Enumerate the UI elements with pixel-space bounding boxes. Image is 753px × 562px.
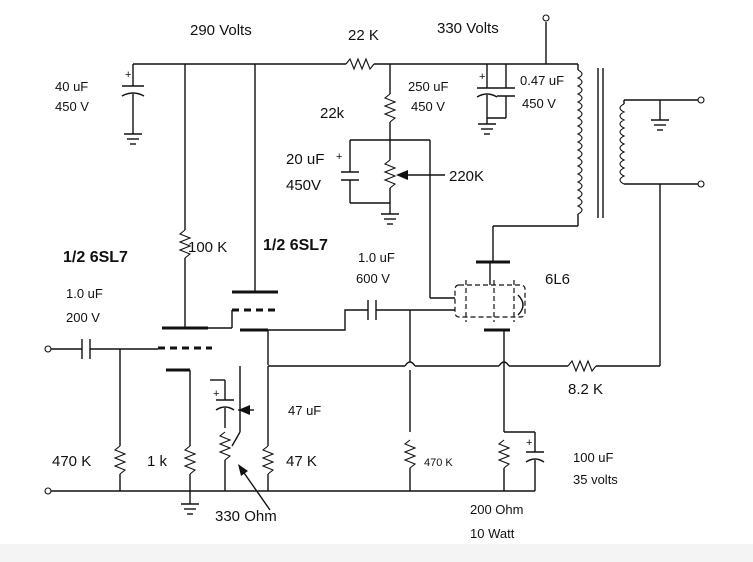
label-047uf: 0.47 uF xyxy=(520,73,564,88)
label-200-ohm-wattage: 10 Watt xyxy=(470,526,515,541)
plus-250uf: + xyxy=(479,71,485,83)
capacitor-47uf xyxy=(210,379,254,428)
label-coupling-cap: 1.0 uF xyxy=(358,250,395,265)
label-coupling-cap-voltage: 600 V xyxy=(356,271,390,286)
triode-6sl7-a xyxy=(158,64,212,412)
input-terminal xyxy=(44,339,158,446)
label-220k: 220K xyxy=(449,168,484,185)
resistor-47k xyxy=(261,366,275,491)
resistor-22k-series xyxy=(345,57,375,71)
output-terminal-top xyxy=(697,96,705,104)
output-transformer xyxy=(492,64,705,366)
triode-6sl7-b xyxy=(185,64,280,365)
potentiometer-220k xyxy=(381,140,455,299)
label-100k: 100 K xyxy=(188,239,227,256)
label-330-volts: 330 Volts xyxy=(437,20,499,37)
resistor-470k-grid xyxy=(403,439,417,491)
label-290-volts: 290 Volts xyxy=(190,22,252,39)
label-047uf-voltage: 450 V xyxy=(522,96,556,111)
label-250uf-voltage: 450 V xyxy=(411,99,445,114)
feedback-bus xyxy=(268,310,660,432)
resistor-200-ohm xyxy=(497,431,535,491)
label-22k-series: 22 K xyxy=(348,27,379,44)
capacitor-100uf xyxy=(525,432,545,491)
label-330-ohm: 330 Ohm xyxy=(215,508,277,525)
capacitor-250uf xyxy=(476,64,498,135)
label-22k-shunt: 22k xyxy=(320,105,345,122)
label-47k: 47 K xyxy=(286,453,317,470)
label-1k: 1 k xyxy=(147,453,168,470)
pentode-6l6 xyxy=(454,260,526,432)
resistor-470k-input xyxy=(113,445,127,491)
potentiometer-330-ohm xyxy=(218,366,271,511)
label-40uf: 40 uF xyxy=(55,79,88,94)
capacitor-40uf xyxy=(121,64,145,145)
capacitor-047uf xyxy=(487,64,515,119)
label-6l6: 6L6 xyxy=(545,271,570,288)
label-47uf: 47 uF xyxy=(288,403,321,418)
label-6sl7-b: 1/2 6SL7 xyxy=(263,237,328,254)
label-input-cap-voltage: 200 V xyxy=(66,310,100,325)
supply-rail-330v xyxy=(374,14,578,65)
supply-terminal xyxy=(542,14,550,22)
plus-40uf: + xyxy=(125,69,131,81)
plus-47uf: + xyxy=(213,388,219,400)
capacitor-20uf xyxy=(341,140,390,204)
ground-rail xyxy=(44,487,535,515)
capacitor-coupling-1uf xyxy=(255,300,455,331)
output-terminal-bottom xyxy=(697,180,705,188)
resistor-1k xyxy=(183,412,197,491)
label-100uf-voltage: 35 volts xyxy=(573,472,618,487)
label-470k-input: 470 K xyxy=(52,453,91,470)
label-100uf: 100 uF xyxy=(573,450,614,465)
plus-100uf: + xyxy=(526,437,532,449)
label-20uf-voltage: 450V xyxy=(286,177,321,194)
footer-band xyxy=(0,544,753,562)
label-input-cap: 1.0 uF xyxy=(66,286,103,301)
label-40uf-voltage: 450 V xyxy=(55,99,89,114)
label-20uf: 20 uF xyxy=(286,151,324,168)
label-8-2k: 8.2 K xyxy=(568,381,603,398)
label-6sl7-a: 1/2 6SL7 xyxy=(63,249,128,266)
label-250uf: 250 uF xyxy=(408,79,449,94)
plus-20uf: + xyxy=(336,151,342,163)
label-200-ohm: 200 Ohm xyxy=(470,502,523,517)
label-470k-grid: 470 K xyxy=(424,457,453,469)
